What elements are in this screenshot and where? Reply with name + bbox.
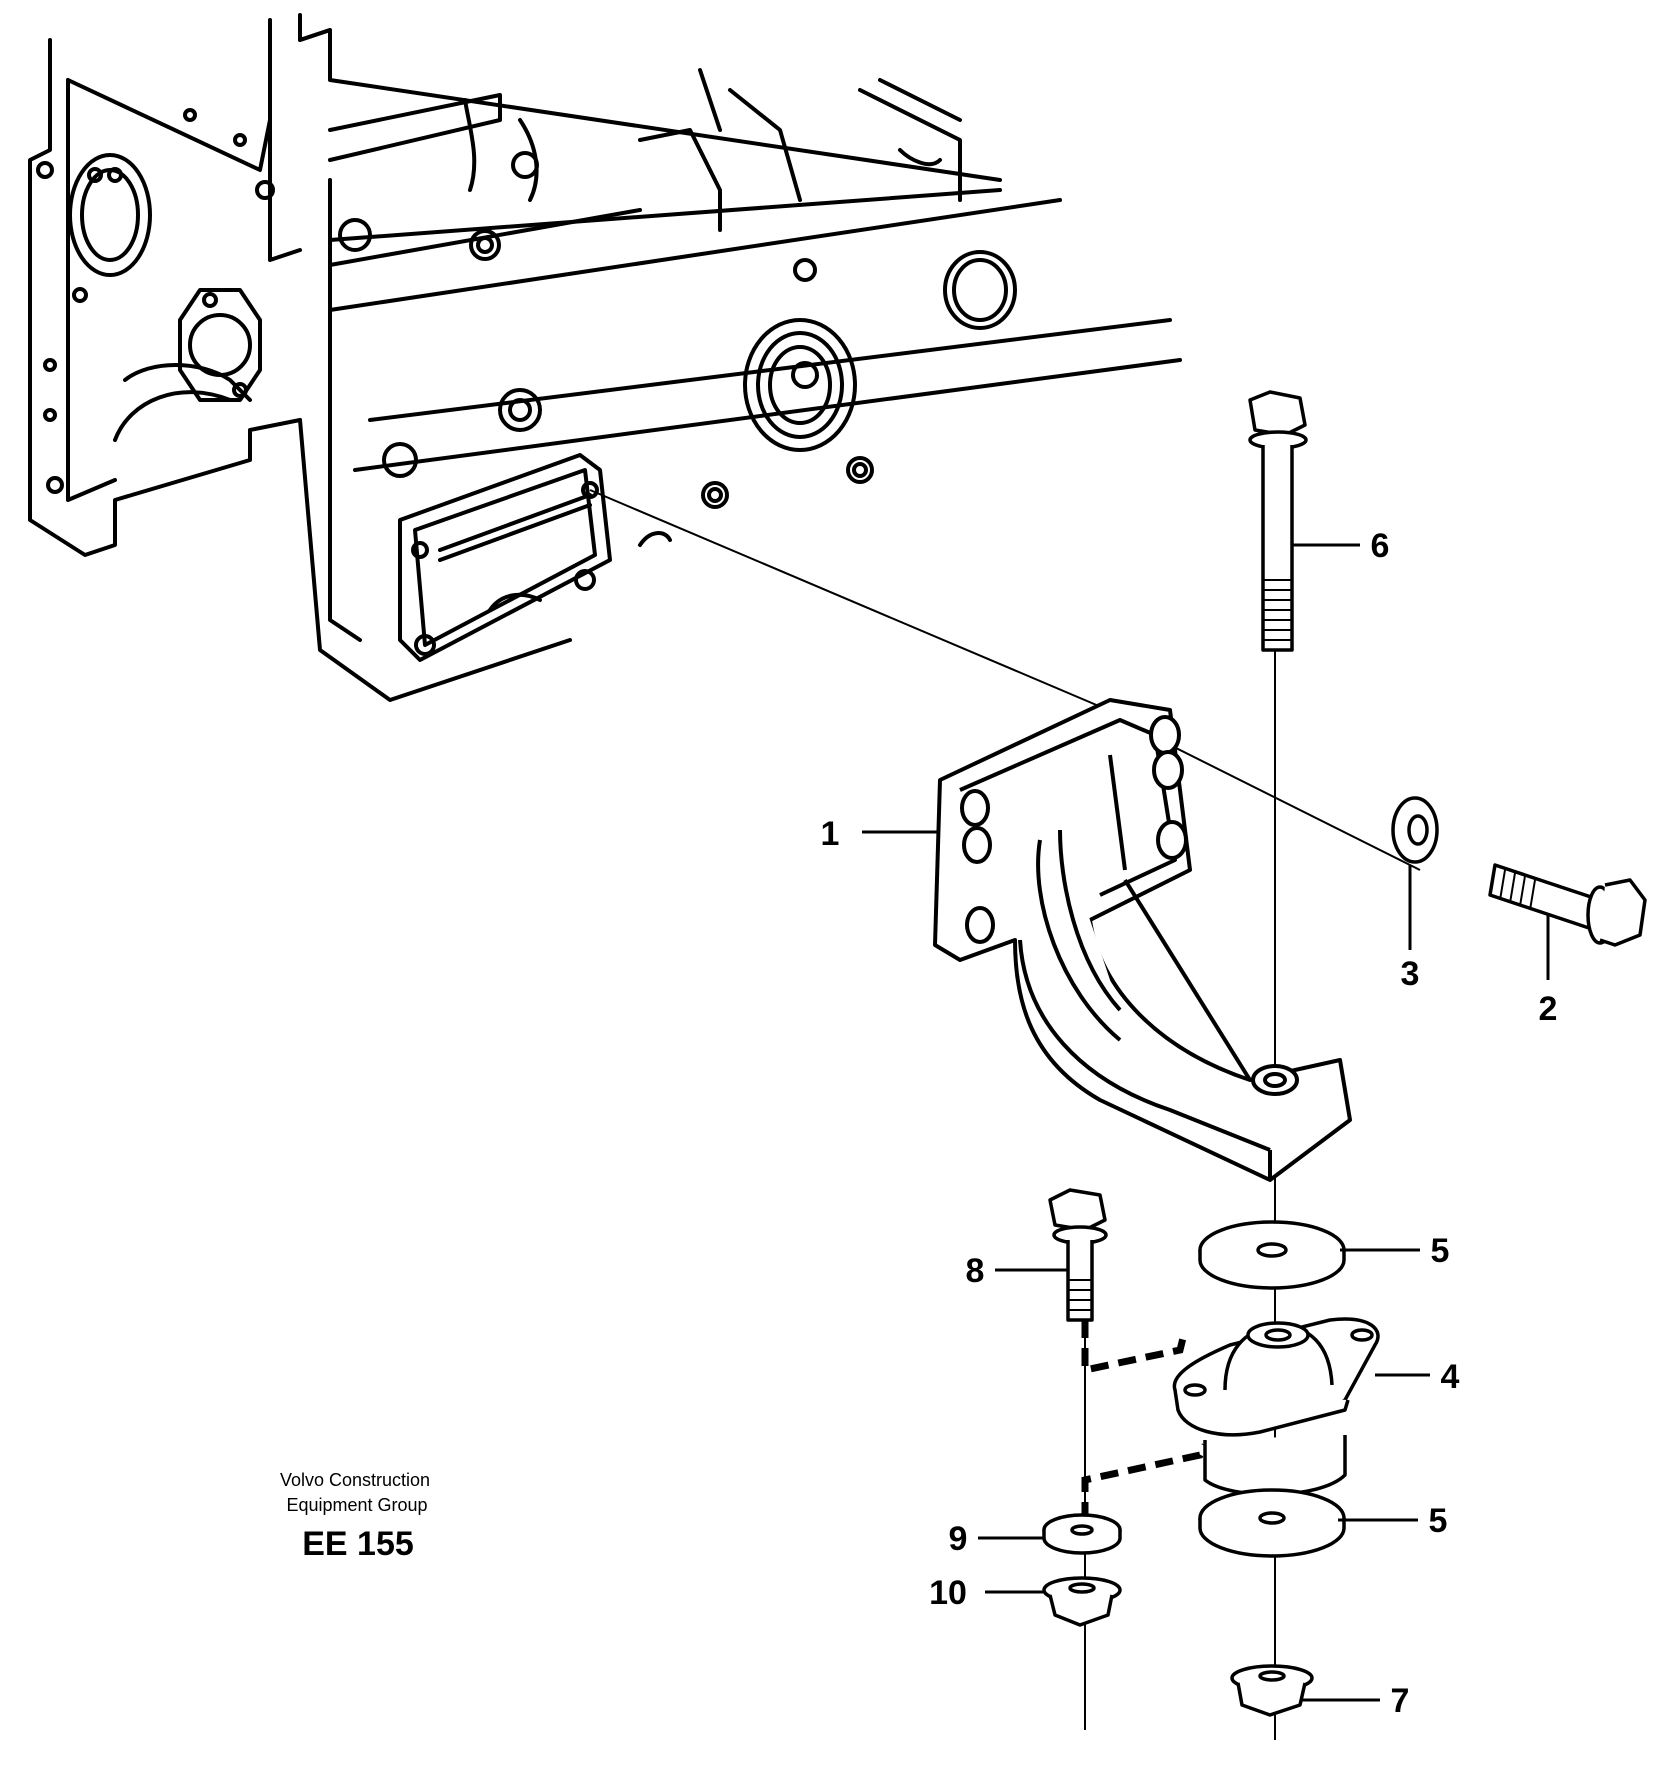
credit-line-1: Volvo Construction: [280, 1470, 430, 1490]
credit-line-2: Equipment Group: [286, 1495, 427, 1515]
washer-part-5-lower: [1198, 1488, 1346, 1558]
callout-2: 2: [1539, 990, 1558, 1028]
engine-block: [28, 13, 1182, 702]
bolt-part-2: [1488, 863, 1647, 947]
callout-5-lower: 5: [1429, 1502, 1448, 1540]
rubber-mount-part-4: [1172, 1317, 1380, 1497]
hidden-path-lines: [1081, 1320, 1209, 1520]
nut-part-10: [1042, 1576, 1122, 1627]
bolt-part-8: [1048, 1188, 1108, 1322]
bolt-part-6: [1248, 390, 1308, 652]
washer-part-5-upper: [1198, 1220, 1346, 1290]
drawing-code: EE 155: [302, 1525, 414, 1563]
credit-block: Volvo Construction Equipment Group EE 15…: [280, 1470, 430, 1563]
nut-part-7: [1230, 1664, 1314, 1717]
callout-6: 6: [1371, 527, 1390, 565]
callout-3: 3: [1401, 955, 1420, 993]
callout-9: 9: [949, 1520, 968, 1558]
callout-4: 4: [1441, 1358, 1460, 1396]
callout-leaders: [862, 543, 1550, 1702]
washer-part-3: [1391, 796, 1439, 864]
callout-1: 1: [821, 815, 840, 853]
bracket-part-1: [933, 698, 1352, 1182]
callout-7: 7: [1391, 1682, 1410, 1720]
callout-8: 8: [966, 1252, 985, 1290]
callout-labels: 1 2 3 4 5 5 6 7 8 9 10: [821, 527, 1558, 1720]
callout-10: 10: [929, 1574, 967, 1612]
washer-part-9: [1042, 1513, 1122, 1555]
callout-5-upper: 5: [1431, 1232, 1450, 1270]
